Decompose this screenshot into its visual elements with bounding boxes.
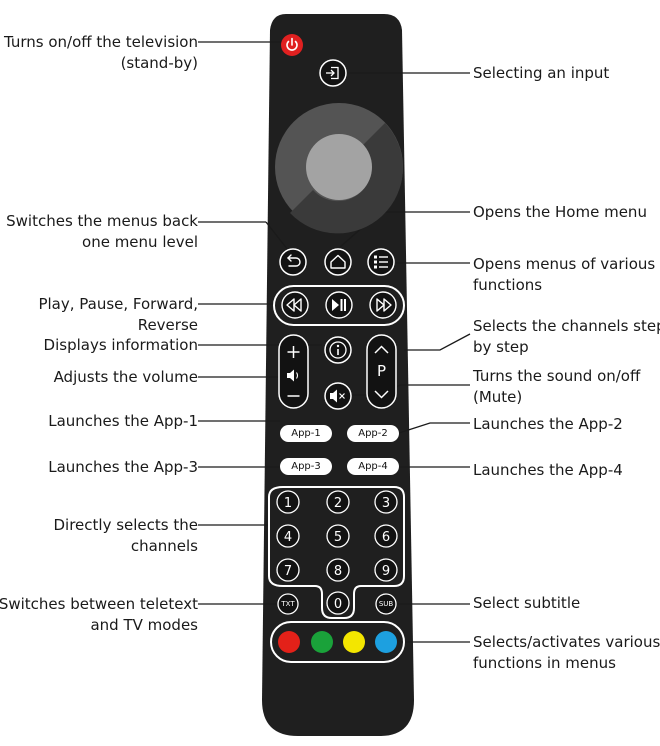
digit-2-button[interactable] bbox=[326, 490, 350, 514]
speaker-icon bbox=[287, 369, 299, 382]
leader-lines bbox=[198, 41, 471, 643]
input-label: Selecting an input bbox=[473, 64, 610, 82]
digit-5-button[interactable] bbox=[326, 524, 350, 548]
playback-group-outline bbox=[273, 285, 405, 326]
digit-1-button[interactable] bbox=[276, 490, 300, 514]
power-label: Turns on/off the television(stand-by) bbox=[3, 33, 198, 72]
app3-button[interactable] bbox=[280, 458, 332, 475]
app1-description: Launches the App-1 bbox=[48, 412, 198, 430]
subtitle-description: Select subtitle bbox=[473, 594, 581, 612]
chevron-down-icon bbox=[374, 390, 389, 399]
digit-6-button[interactable] bbox=[374, 524, 398, 548]
play-pause-icon bbox=[332, 299, 346, 311]
digit-9-label: 9 bbox=[382, 564, 390, 579]
info-icon-dot bbox=[336, 344, 340, 348]
volume-label: Adjusts the volume bbox=[53, 368, 198, 386]
app1-button[interactable] bbox=[280, 425, 332, 442]
digit-6-label: 6 bbox=[382, 530, 390, 545]
rewind-icon bbox=[286, 298, 302, 312]
app2-button[interactable] bbox=[347, 425, 399, 442]
blue-button[interactable] bbox=[375, 631, 397, 653]
app4-description: Launches the App-4 bbox=[473, 461, 623, 479]
digit-3-label: 3 bbox=[382, 496, 390, 511]
digit-9-button[interactable] bbox=[374, 558, 398, 582]
digit-7-label: 7 bbox=[284, 564, 292, 579]
green-button[interactable] bbox=[311, 631, 333, 653]
digit-4-label: 4 bbox=[284, 530, 292, 545]
yellow-button[interactable] bbox=[343, 631, 365, 653]
mute-label: Turns the sound on/off(Mute) bbox=[473, 367, 641, 406]
digit-8-button[interactable] bbox=[326, 558, 350, 582]
subtitle-button[interactable] bbox=[375, 593, 397, 615]
back-button[interactable] bbox=[279, 248, 307, 276]
app4-button[interactable] bbox=[347, 458, 399, 475]
info-icon bbox=[329, 341, 347, 359]
digit-0-label: 0 bbox=[334, 597, 342, 612]
digit-0-button[interactable] bbox=[326, 591, 350, 615]
power-icon bbox=[286, 37, 298, 51]
digit-7-button[interactable] bbox=[276, 558, 300, 582]
ok-button[interactable] bbox=[306, 134, 372, 200]
home-icon bbox=[330, 254, 346, 269]
back-icon bbox=[287, 254, 301, 267]
digit-8-label: 8 bbox=[334, 564, 342, 579]
input-icon bbox=[326, 66, 339, 80]
chevron-up-icon bbox=[374, 345, 389, 354]
app2-description: Launches the App-2 bbox=[473, 415, 623, 433]
digit-2-label: 2 bbox=[334, 496, 342, 511]
digit-buttons: 1 2 3 4 5 6 7 8 9 0 bbox=[276, 490, 398, 615]
digit-5-label: 5 bbox=[334, 530, 342, 545]
home-button[interactable] bbox=[324, 248, 352, 276]
digit-1-label: 1 bbox=[284, 496, 292, 511]
volume-up-icon bbox=[287, 346, 300, 358]
program-rocker[interactable] bbox=[366, 334, 397, 409]
home-label: Opens the Home menu bbox=[473, 203, 647, 221]
teletext-button[interactable] bbox=[277, 593, 299, 615]
forward-icon bbox=[376, 298, 392, 312]
navigation-ring-shade bbox=[290, 123, 403, 234]
numpad-group-outline bbox=[268, 486, 405, 619]
mute-button[interactable] bbox=[324, 382, 352, 410]
color-group-outline bbox=[270, 621, 405, 663]
app3-description: Launches the App-3 bbox=[48, 458, 198, 476]
red-button[interactable] bbox=[278, 631, 300, 653]
menu-list-icon bbox=[374, 255, 388, 269]
mute-icon bbox=[330, 389, 345, 403]
info-label: Displays information bbox=[43, 336, 198, 354]
digit-4-button[interactable] bbox=[276, 524, 300, 548]
playback-label: Play, Pause, Forward,Reverse bbox=[38, 295, 198, 334]
digit-3-button[interactable] bbox=[374, 490, 398, 514]
